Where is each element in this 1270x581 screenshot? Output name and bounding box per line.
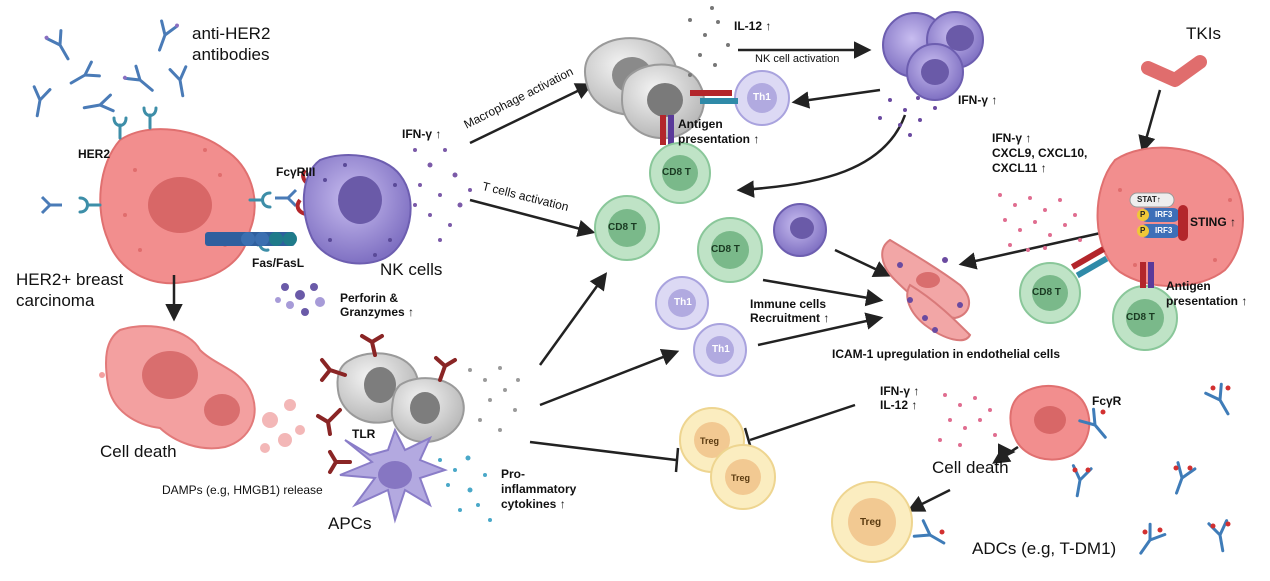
cd8-t-cell-top <box>649 142 711 204</box>
label-inflammatory: inflammatory <box>501 482 577 496</box>
adc-antibody-icons <box>912 382 1230 555</box>
label-perforin: Perforin & <box>340 291 399 305</box>
nk-cell-small <box>773 203 827 257</box>
label-damps: DAMPs (e.g, HMGB1) release <box>162 483 323 497</box>
label-nk-cell-activation: NK cell activation <box>755 53 840 65</box>
label-presentation-top: presentation ↑ <box>678 132 760 146</box>
label-il12-top: IL-12 ↑ <box>734 19 772 33</box>
label-cell-death-left: Cell death <box>100 442 177 461</box>
label-ifng-cxcl-3: CXCL11 ↑ <box>992 161 1047 175</box>
tcr-mhc-complex-top <box>660 90 738 145</box>
label-pro: Pro- <box>501 467 525 481</box>
cd8-t-cell-right-1 <box>1019 262 1081 324</box>
label-treg-2: Treg <box>731 473 751 483</box>
label-irf3-1: IRF3 <box>1155 210 1173 219</box>
label-sting: STING ↑ <box>1190 215 1237 229</box>
label-fcgr: FcγR <box>1092 394 1122 408</box>
cd8-t-cell-center <box>697 217 763 283</box>
label-her2: HER2 <box>78 147 111 161</box>
dying-tumor-cell-left <box>99 325 305 453</box>
label-carcinoma: carcinoma <box>16 291 95 310</box>
label-cell-death-right: Cell death <box>932 458 1009 477</box>
label-cd8-mid: CD8 T <box>608 222 637 233</box>
label-antigen-right: Antigen <box>1166 279 1211 293</box>
treg-cell-2 <box>710 444 776 510</box>
label-fcgriii: FcγRIII <box>276 165 316 179</box>
sting-pathway-box <box>1129 192 1188 241</box>
th1-cell-mid <box>655 276 709 330</box>
label-cd8-center: CD8 T <box>711 244 740 255</box>
label-icam: ICAM-1 upregulation in endothelial cells <box>832 347 1061 361</box>
ifn-gamma-dots <box>413 148 472 242</box>
nk-cell <box>302 154 412 265</box>
tcr-mhc-complex-right <box>1070 246 1154 288</box>
cd8-t-cell-right-2 <box>1112 285 1178 351</box>
label-immune-cells: Immune cells <box>750 297 827 311</box>
cytokine-dots <box>438 455 492 522</box>
fas-fasl-bridge <box>205 232 297 246</box>
label-cd8-right-1: CD8 T <box>1032 287 1061 298</box>
label-p-2: P <box>1140 226 1146 235</box>
perforin-granule-icons <box>275 283 325 316</box>
label-her2-breast: HER2+ breast <box>16 270 124 289</box>
treg-cell-3 <box>831 481 913 563</box>
apc-macrophages <box>336 352 465 444</box>
tki-molecule-icon <box>1141 55 1207 87</box>
label-ifng-bottom: IFN-γ ↑ <box>880 384 920 398</box>
anti-her2-antibody-icons <box>32 19 188 118</box>
label-recruitment: Recruitment ↑ <box>750 311 830 325</box>
il12-dots <box>688 6 730 77</box>
label-adcs: ADCs (e.g, T-DM1) <box>972 539 1117 558</box>
adc-death-arrow <box>992 445 1019 464</box>
label-cd8-top: CD8 T <box>662 167 691 178</box>
label-granzymes: Granzymes ↑ <box>340 305 415 319</box>
tlr-receptor-icons <box>316 334 457 474</box>
label-ifng-topright: IFN-γ ↑ <box>958 93 998 107</box>
label-il12-bottom: IL-12 ↑ <box>880 398 918 412</box>
label-nk-cells: NK cells <box>380 260 443 279</box>
pathway-arrows <box>165 41 1162 512</box>
label-fas-fasl: Fas/FasL <box>252 256 305 270</box>
label-antigen-top: Antigen <box>678 117 723 131</box>
tumor-cell-adc-target <box>1009 384 1091 461</box>
bound-antibody-icons <box>40 188 298 215</box>
ifn-gamma-dots-top <box>878 96 937 137</box>
label-th1-low: Th1 <box>712 344 730 355</box>
label-irf3-2: IRF3 <box>1155 226 1173 235</box>
label-tkis: TKIs <box>1186 24 1221 43</box>
label-th1-mid: Th1 <box>674 297 692 308</box>
label-treg-1: Treg <box>700 436 720 446</box>
label-cytokines: cytokines ↑ <box>501 497 566 511</box>
label-th1-top: Th1 <box>753 92 771 103</box>
th1-cell-low <box>693 323 747 377</box>
label-ifng-cxcl-2: CXCL9, CXCL10, <box>992 146 1088 160</box>
label-presentation-right: presentation ↑ <box>1166 294 1248 308</box>
label-apcs: APCs <box>328 514 372 533</box>
ifn-il12-dots-bottom <box>938 393 997 447</box>
her2-tumor-cell <box>99 128 256 285</box>
label-anti-her2: anti-HER2 <box>192 24 271 43</box>
cd8-t-cell-mid <box>594 195 660 261</box>
endothelial-cells <box>881 238 972 342</box>
label-tlr: TLR <box>352 427 376 441</box>
chemokine-dots <box>998 193 1082 252</box>
label-stat: STAT↑ <box>1137 195 1161 204</box>
label-ifng-nk: IFN-γ ↑ <box>402 127 442 141</box>
label-treg-3: Treg <box>860 517 882 528</box>
dendritic-cell <box>339 427 448 524</box>
nk-cell-cluster <box>882 11 984 101</box>
label-p-1: P <box>1140 210 1146 219</box>
adc-payload-icons <box>939 385 1231 535</box>
label-ifng-cxcl-1: IFN-γ ↑ <box>992 131 1032 145</box>
label-cd8-right-2: CD8 T <box>1126 312 1155 323</box>
label-antibodies: antibodies <box>192 45 270 64</box>
proinflammatory-dots <box>468 366 520 432</box>
